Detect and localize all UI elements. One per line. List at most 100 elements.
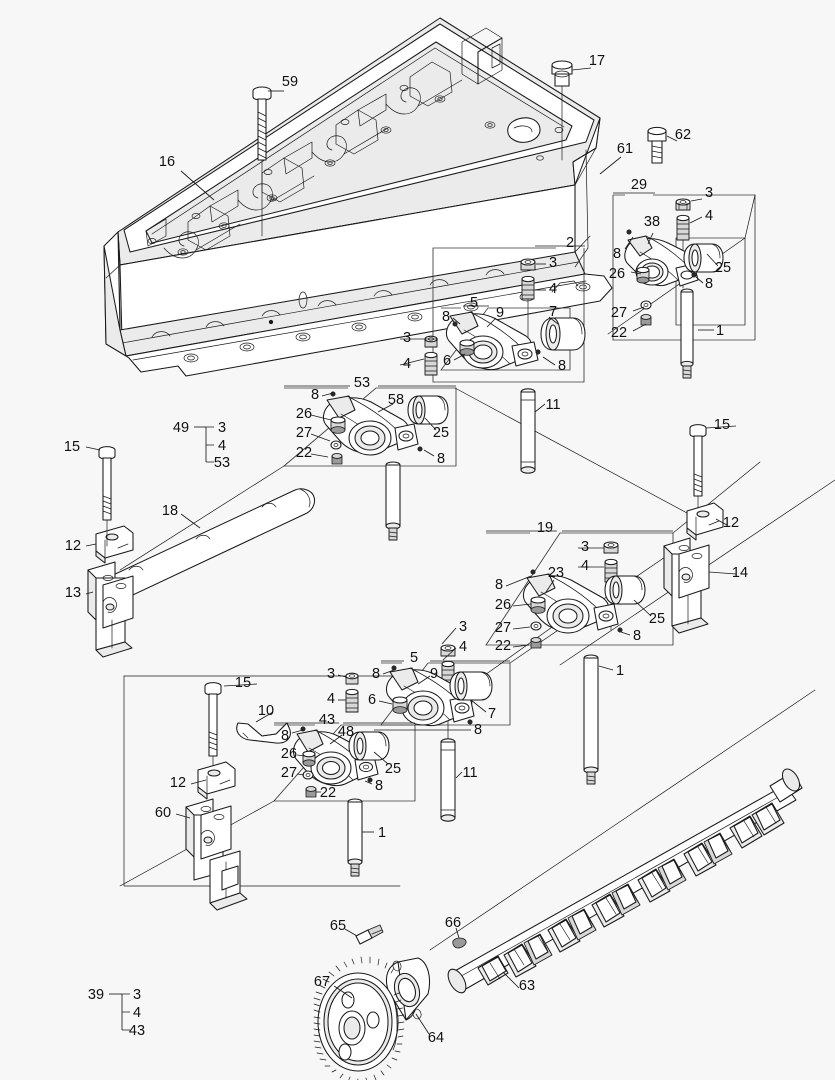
push-rod-1 <box>680 288 694 379</box>
callout-22-c: 22 <box>495 638 511 654</box>
retaining-nut-22 <box>640 314 652 326</box>
callout-4-b: 4 <box>549 281 557 297</box>
rocker-arm-assembly-43 <box>292 726 390 877</box>
push-rod-1-lower <box>347 798 363 877</box>
adjusting-screw-4 <box>676 214 690 241</box>
hex-flange-bolt-62 <box>647 126 667 164</box>
push-rod-1 <box>385 461 401 541</box>
oil-plug-8 <box>691 272 697 278</box>
rocker-bushing-7-lower <box>449 671 493 701</box>
callout-1-c: 1 <box>378 825 386 841</box>
rocker-arm-58 <box>322 395 419 456</box>
center-shaft-bracket-60 <box>185 798 248 911</box>
callout-3-b: 3 <box>549 255 557 271</box>
callout-7-b: 7 <box>488 706 496 722</box>
shaft-clamp-12-left <box>95 525 134 564</box>
callout-58: 58 <box>388 392 404 408</box>
callout-8-h: 8 <box>633 628 641 644</box>
oil-plug-8 <box>330 391 336 397</box>
callout-1-a: 1 <box>716 323 724 339</box>
callout-12-b: 12 <box>723 515 739 531</box>
lock-nut-3 <box>345 672 359 685</box>
front-shaft-bracket-13 <box>87 561 134 658</box>
oil-plug-8 <box>617 627 623 633</box>
callout-1-b: 1 <box>616 663 624 679</box>
lock-nut-3 <box>520 258 536 271</box>
callout-3-f: 3 <box>327 666 335 682</box>
callout-14: 14 <box>732 565 748 581</box>
shaft-clamp-12-right <box>686 502 724 541</box>
thrust-plate-64 <box>385 957 431 1021</box>
callout-64: 64 <box>428 1030 444 1046</box>
rocker-bushing-25 <box>407 395 449 425</box>
leader-lines <box>85 67 737 1035</box>
shaft-clamp-12-lower <box>197 761 236 800</box>
callout-63: 63 <box>519 978 535 994</box>
callout-25-a: 25 <box>715 260 731 276</box>
group-boxes <box>273 194 756 802</box>
oil-plug-8 <box>467 719 473 725</box>
rocker-arm-assembly-19 <box>522 541 646 785</box>
lock-nut-3 <box>675 198 691 211</box>
callout-8-j: 8 <box>474 722 482 738</box>
callout-43-a: 43 <box>319 712 335 728</box>
lock-nut-3 <box>424 335 438 348</box>
oil-plug-8 <box>452 321 458 327</box>
callout-4-d: 4 <box>581 558 589 574</box>
breather-bolt-17 <box>551 60 573 161</box>
washer-27 <box>530 621 542 631</box>
callout-49-item-4: 4 <box>218 438 226 454</box>
retaining-nut-22 <box>331 453 343 465</box>
camshaft-lobes <box>477 802 785 986</box>
callout-8-c: 8 <box>442 309 450 325</box>
callout-25-c: 25 <box>649 611 665 627</box>
rocker-arm-assembly-2 <box>424 258 586 474</box>
ball-stud-26-lower <box>302 750 316 767</box>
rocker-arm-assembly-29 <box>624 198 724 379</box>
callout-67: 67 <box>314 974 330 990</box>
callout-8-d: 8 <box>558 358 566 374</box>
callout-labels: 59 17 16 61 62 29 3 4 38 8 25 26 8 27 22… <box>64 53 748 1046</box>
callout-19: 19 <box>537 520 553 536</box>
callout-13: 13 <box>65 585 81 601</box>
rocker-bushing-25-lower <box>348 731 390 761</box>
callout-8-l: 8 <box>375 778 383 794</box>
adjusting-screw-4 <box>521 275 535 300</box>
callout-4-f: 4 <box>327 691 335 707</box>
rocker-arm-assembly-5-lower <box>345 644 493 822</box>
callout-9-b: 9 <box>430 666 438 682</box>
push-rod-1 <box>583 654 599 785</box>
lock-nut-3-b <box>440 644 456 657</box>
callout-27-a: 27 <box>611 305 627 321</box>
callout-39-item-43: 43 <box>129 1023 145 1039</box>
callout-60: 60 <box>155 805 171 821</box>
callout-8-b: 8 <box>705 276 713 292</box>
callout-26-c: 26 <box>495 597 511 613</box>
callout-15-c: 15 <box>235 675 251 691</box>
callout-15-b: 15 <box>714 417 730 433</box>
adjusting-screw-4 <box>424 351 438 376</box>
callout-65: 65 <box>330 918 346 934</box>
washer-27 <box>330 440 342 450</box>
callout-22-b: 22 <box>296 445 312 461</box>
cover-bolt-59 <box>252 86 272 237</box>
callout-6-b: 6 <box>368 692 376 708</box>
lock-nut-3 <box>603 541 619 554</box>
ball-stud-26 <box>330 416 346 434</box>
callout-3-e: 3 <box>459 619 467 635</box>
callout-3-c: 3 <box>403 330 411 346</box>
callout-23: 23 <box>548 565 564 581</box>
oil-plug-8 <box>391 665 397 671</box>
callout-39: 39 <box>88 987 104 1003</box>
callout-49-item-53: 53 <box>214 455 230 471</box>
callout-22-a: 22 <box>611 325 627 341</box>
callout-17: 17 <box>589 53 605 69</box>
rocker-arm-23 <box>522 573 619 634</box>
retaining-nut-22-lower <box>305 786 317 798</box>
callout-15-a: 15 <box>64 439 80 455</box>
callout-4-c: 4 <box>403 356 411 372</box>
callout-12-c: 12 <box>170 775 186 791</box>
rear-shaft-bracket-14 <box>663 537 710 634</box>
callout-7-a: 7 <box>549 304 557 320</box>
callout-11-b: 11 <box>462 765 477 781</box>
